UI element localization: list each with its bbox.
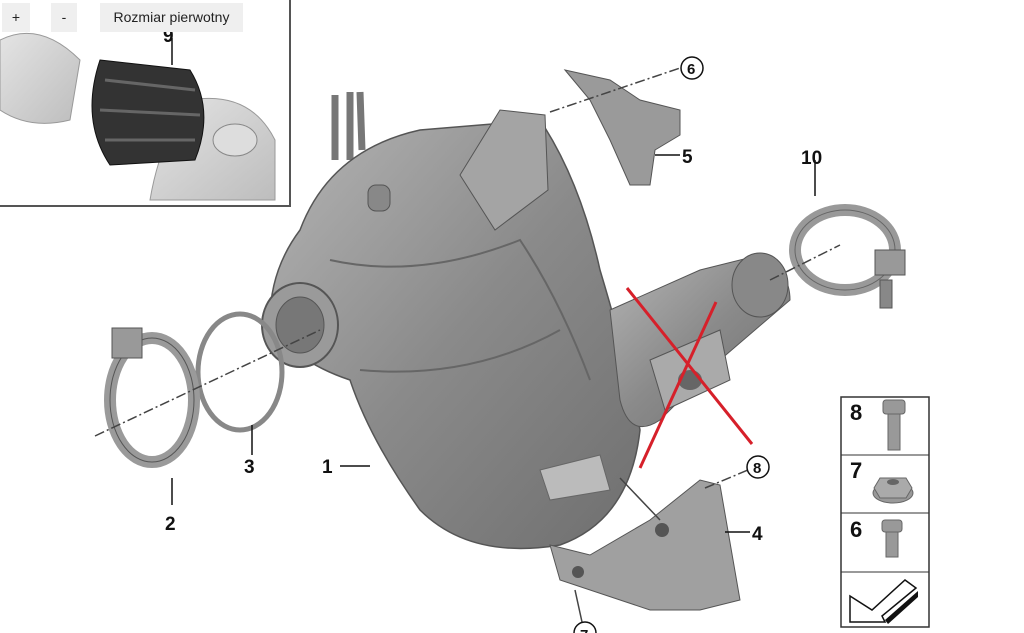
bracket-5: 5	[563, 69, 693, 186]
gasket-3: 3	[195, 311, 285, 478]
part-label-1: 1	[322, 457, 333, 478]
clamp-10: 10	[789, 148, 906, 309]
callout-6	[680, 56, 704, 80]
strike-mark	[625, 287, 754, 469]
callout-7	[573, 621, 597, 633]
legend-number-6: 6	[850, 517, 862, 542]
inset-detail: 9	[0, 0, 291, 207]
short-bolt-icon	[881, 519, 903, 558]
part-label-6: 6	[687, 61, 695, 78]
legend-number-7: 7	[850, 458, 862, 483]
bolt-icon	[882, 399, 906, 451]
bracket-4: 4	[549, 479, 763, 611]
zoom-out-button[interactable]: -	[51, 3, 77, 32]
part-label-4: 4	[752, 524, 763, 545]
clamp-2: 2	[104, 327, 200, 535]
part-label-2: 2	[165, 514, 176, 535]
callout-8	[746, 455, 770, 479]
part-label-8: 8	[753, 460, 761, 477]
legend-number-8: 8	[850, 400, 862, 425]
particulate-filter	[261, 91, 641, 550]
part-label-3: 3	[244, 457, 255, 478]
part-label-7: 7	[580, 627, 588, 633]
part-label-10: 10	[801, 148, 822, 169]
zoom-in-button[interactable]: +	[2, 3, 30, 32]
hex-nut-icon	[872, 477, 914, 504]
part-label-9: 9	[163, 26, 174, 47]
part-label-5: 5	[682, 147, 693, 168]
direction-arrow-icon	[849, 579, 918, 624]
fastener-legend: 8 7 6	[840, 396, 930, 628]
original-size-button[interactable]: Rozmiar pierwotny	[100, 3, 243, 32]
outlet-pipe	[609, 252, 791, 428]
